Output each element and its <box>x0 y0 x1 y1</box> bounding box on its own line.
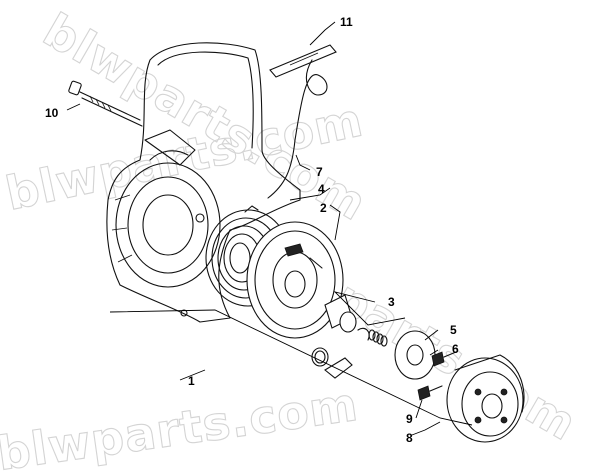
recoil-housing <box>106 42 301 323</box>
callout-11: 11 <box>340 15 353 29</box>
tether-plate <box>269 44 337 78</box>
spring-coil <box>368 329 388 347</box>
starter-cup <box>446 354 525 443</box>
cup-bolt <box>417 385 443 401</box>
friction-plate <box>394 330 436 380</box>
callout-6: 6 <box>452 342 459 356</box>
callout-2: 2 <box>320 201 327 215</box>
svg-text:blwparts.com: blwparts.com <box>0 377 361 475</box>
callout-4: 4 <box>318 182 325 196</box>
callout-8: 8 <box>406 431 413 445</box>
bolt <box>68 80 143 127</box>
pawl-kit <box>311 294 388 379</box>
callout-numbers: 1 2 3 4 5 6 7 8 9 10 11 <box>45 15 459 445</box>
callout-5: 5 <box>450 323 457 337</box>
callout-7: 7 <box>316 165 323 179</box>
recoil-pulley <box>246 221 344 339</box>
tether-cord <box>267 59 328 199</box>
callout-3: 3 <box>388 295 395 309</box>
callout-10: 10 <box>45 106 59 120</box>
callout-9: 9 <box>406 412 413 426</box>
callout-1: 1 <box>188 374 195 388</box>
leader-lines <box>66 21 473 436</box>
hex-bolt <box>431 351 457 367</box>
